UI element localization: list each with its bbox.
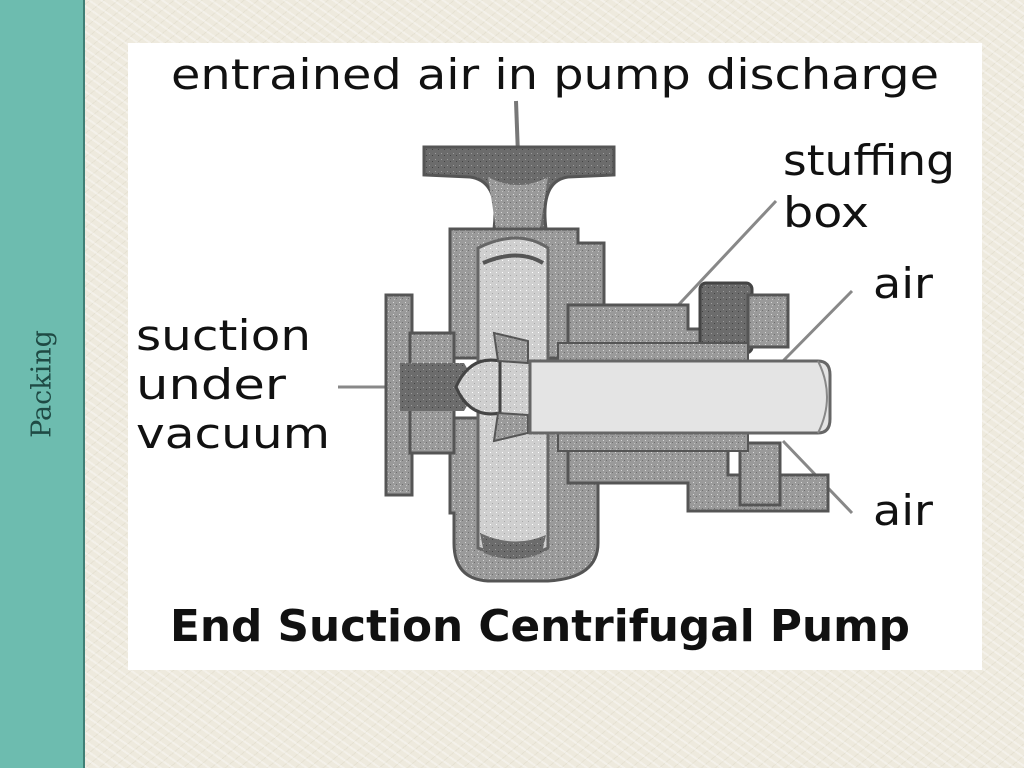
suction-flange	[384, 293, 478, 497]
air-top-label: air	[873, 259, 934, 308]
impeller-hub	[454, 331, 529, 443]
bearing-frame	[566, 281, 830, 513]
suction-label-line3: vacuum	[136, 409, 330, 458]
air-bottom-label: air	[873, 486, 934, 535]
pump-shaft	[528, 359, 832, 435]
slide-title: Packing	[26, 330, 58, 438]
pump-diagram: entrained air in pump discharge stuffing…	[128, 43, 982, 670]
discharge-flange	[422, 145, 616, 231]
stuffing-box-label-line1: stuffing	[783, 136, 955, 185]
suction-label-line2: under	[136, 360, 287, 409]
sidebar-bar: Packing	[0, 0, 85, 768]
pump-casing	[448, 227, 606, 583]
discharge-air-label: entrained air in pump discharge	[171, 50, 939, 99]
diagram-caption: End Suction Centrifugal Pump	[170, 601, 910, 652]
air-top-leader-line	[781, 289, 854, 363]
suction-label-line1: suction	[136, 311, 311, 360]
stuffing-box	[557, 342, 749, 452]
pump-illustration: entrained air in pump discharge stuffing…	[136, 50, 955, 652]
stuffing-box-label-line2: box	[783, 188, 869, 237]
